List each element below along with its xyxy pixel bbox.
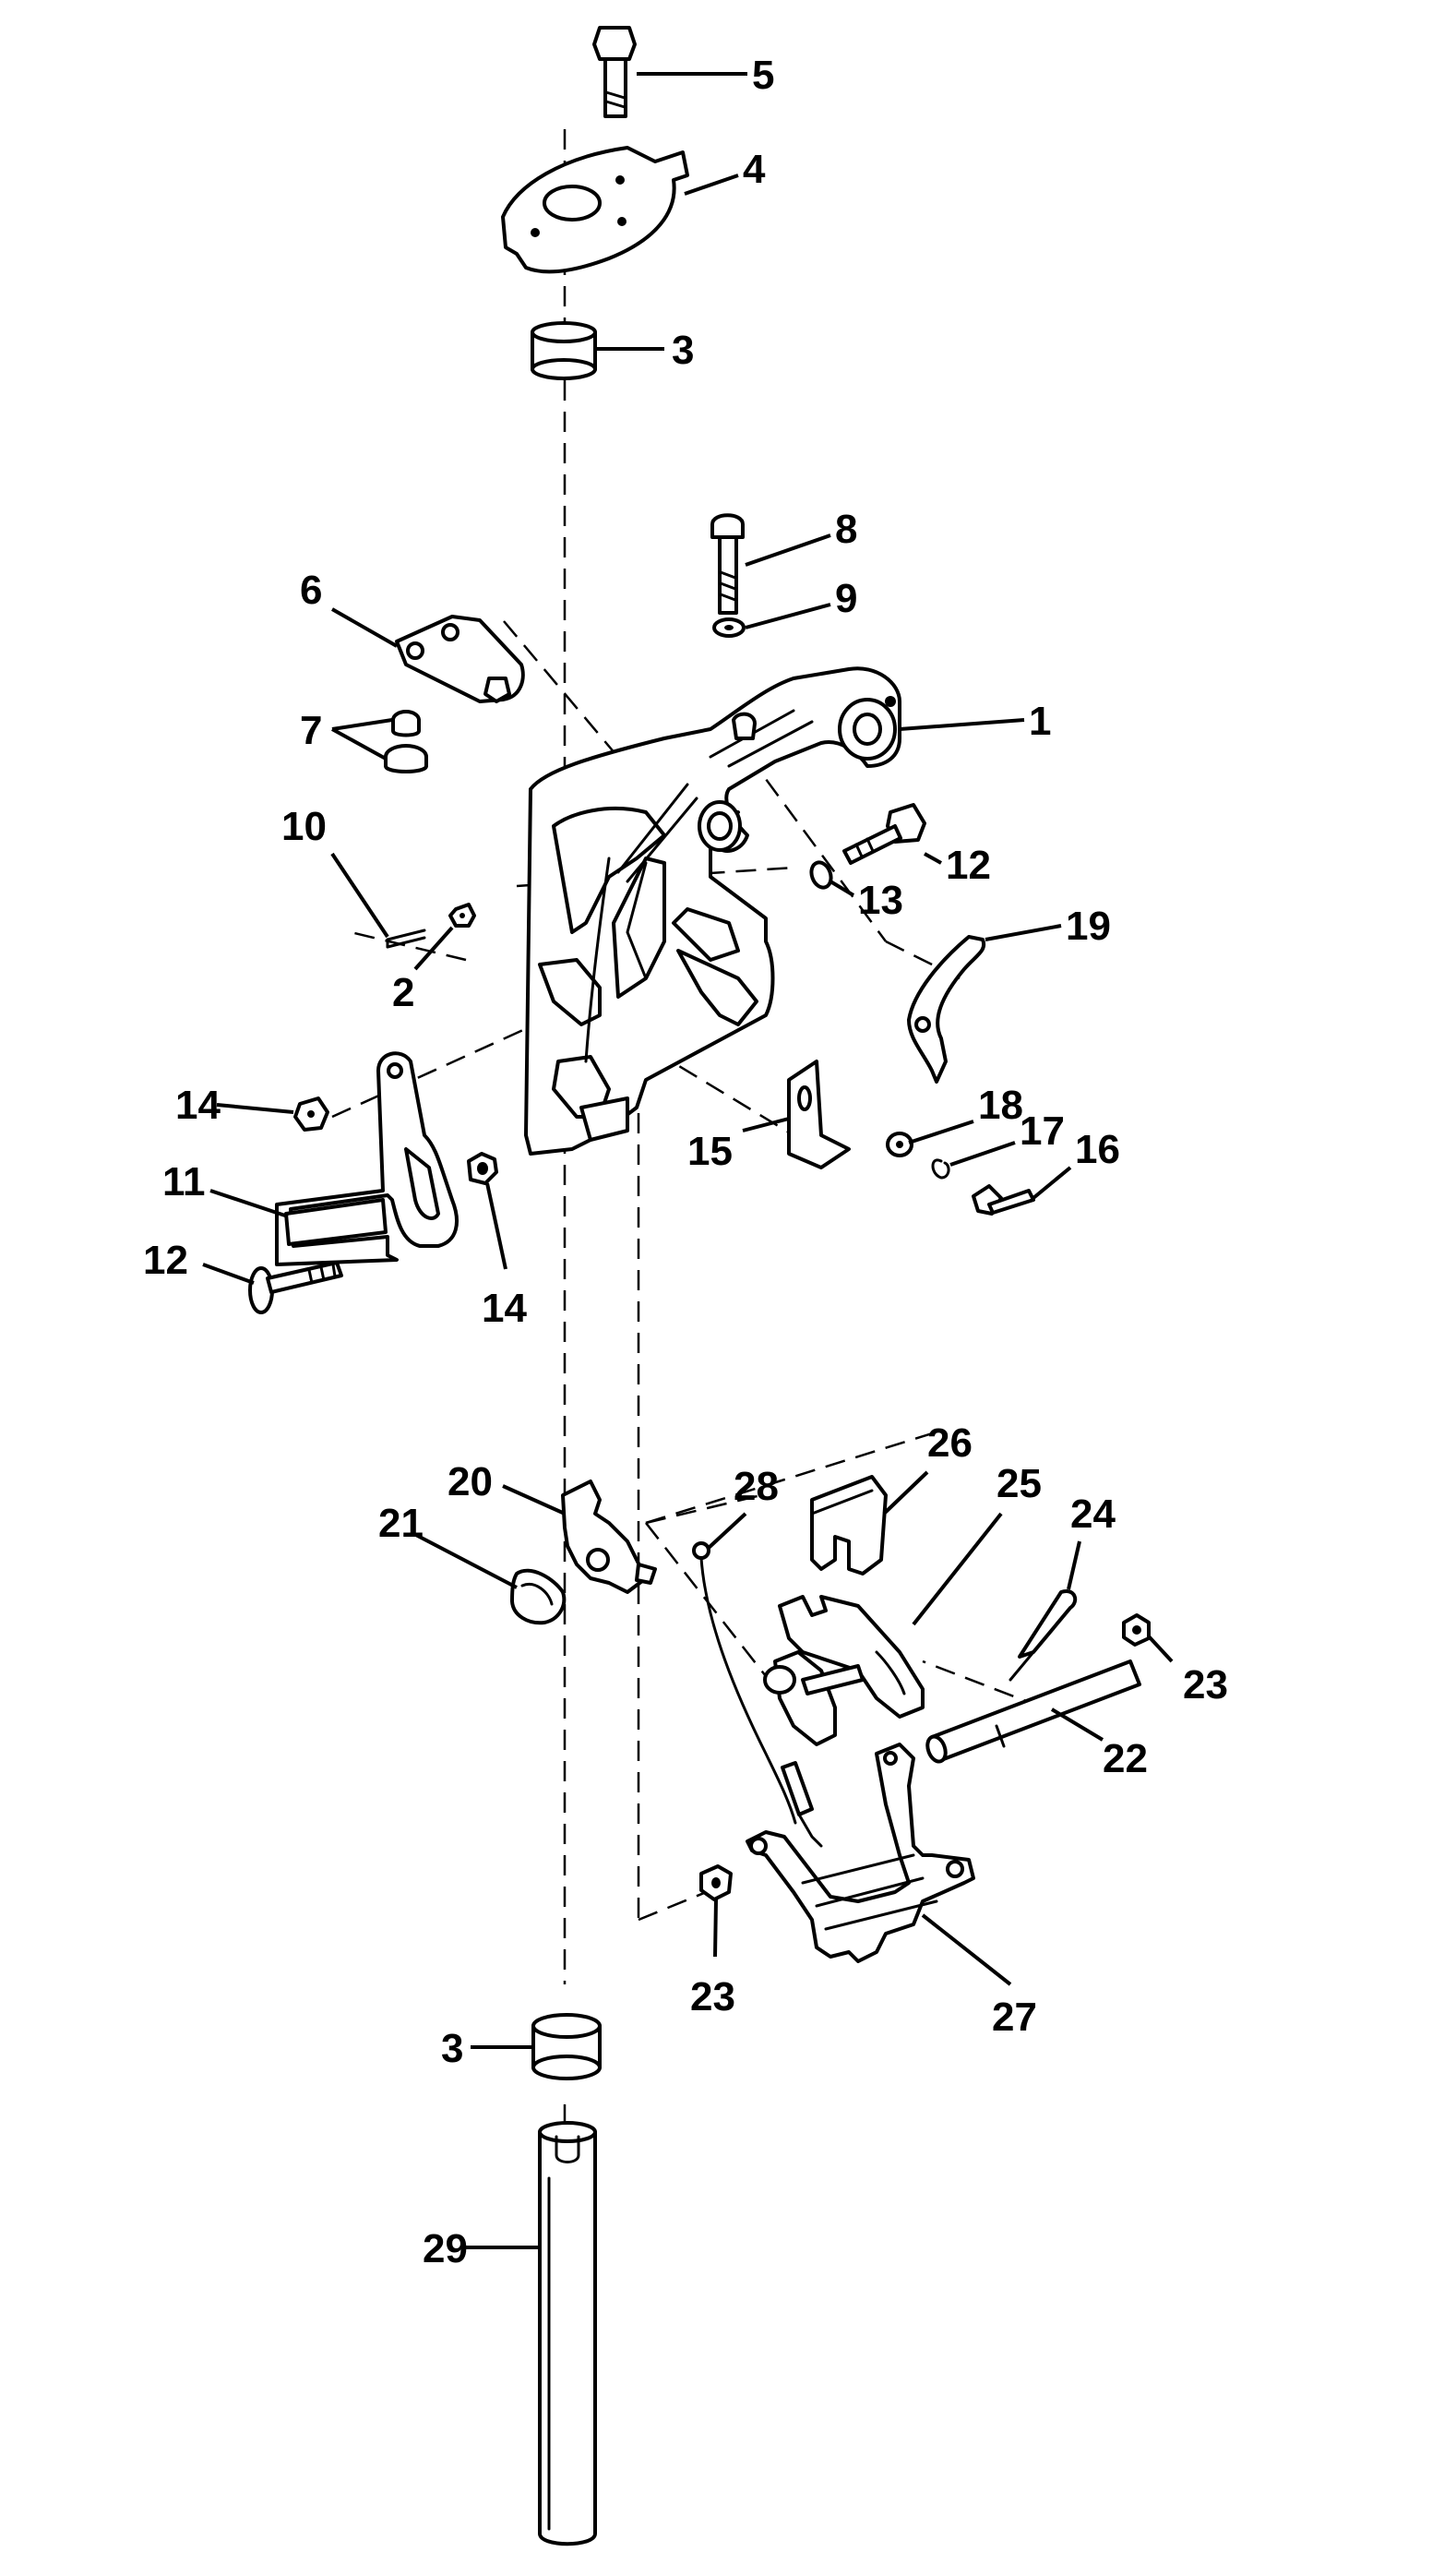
- callout-9: 9: [835, 576, 857, 621]
- part-24-cotter-pin: [1008, 1589, 1078, 1682]
- leader-lines: [202, 72, 1174, 2249]
- callout-2: 2: [392, 970, 414, 1015]
- part-15-bracket-clip: [787, 1060, 851, 1169]
- part-10-pin: [386, 929, 426, 949]
- callout-13: 13: [858, 878, 903, 923]
- callout-20: 20: [448, 1459, 493, 1504]
- part-12-bolt-upper: [842, 803, 926, 865]
- part-14-nut-right: [467, 1152, 498, 1185]
- part-3-bushing-top: [531, 321, 597, 380]
- callout-15: 15: [687, 1129, 733, 1174]
- part-29-shift-tube: [538, 2121, 597, 2546]
- part-23-nut-right: [1122, 1613, 1151, 1647]
- callout-5: 5: [752, 53, 774, 98]
- callout-21: 21: [378, 1501, 424, 1546]
- callout-22: 22: [1103, 1736, 1148, 1781]
- part-6-plate: [395, 615, 525, 703]
- callout-14-right: 14: [482, 1286, 527, 1331]
- callout-23-right: 23: [1183, 1662, 1228, 1707]
- callout-3-bottom: 3: [441, 2026, 463, 2071]
- callout-6: 6: [300, 568, 322, 613]
- part-28-link-rod: [692, 1541, 823, 1848]
- part-1-swivel-bracket: [524, 666, 901, 1156]
- part-17-lock-washer: [931, 1158, 950, 1180]
- part-5-bolt: [592, 26, 637, 118]
- callout-labels: 5 4 3 8 9 6 7 1 10 2 12 13 19 14 11 12 1…: [143, 53, 1228, 2271]
- part-21-clip: [510, 1568, 567, 1625]
- callout-12-lower: 12: [143, 1238, 188, 1283]
- callout-7: 7: [300, 708, 322, 753]
- callout-4: 4: [743, 147, 766, 192]
- callout-23-left: 23: [690, 1974, 735, 2019]
- part-9-washer: [712, 617, 746, 638]
- callout-26: 26: [927, 1420, 973, 1466]
- part-25-shift-clamp: [763, 1595, 925, 1746]
- part-18-washer: [886, 1132, 913, 1157]
- part-7-bushings: [384, 710, 428, 773]
- part-20-cam: [561, 1480, 657, 1594]
- callout-17: 17: [1020, 1108, 1065, 1154]
- callout-16: 16: [1075, 1127, 1120, 1172]
- part-27-yoke-frame: [746, 1743, 975, 1963]
- callout-28: 28: [734, 1464, 779, 1509]
- part-4-plate: [501, 146, 689, 274]
- callout-10: 10: [281, 804, 327, 849]
- part-14-nut-left: [293, 1096, 329, 1132]
- part-3-bushing-bottom: [531, 2013, 602, 2080]
- callout-18: 18: [978, 1083, 1023, 1128]
- callout-1: 1: [1029, 699, 1051, 744]
- part-8-bolt: [710, 513, 745, 615]
- callout-12-upper: 12: [946, 843, 991, 888]
- callout-14-left: 14: [175, 1083, 221, 1128]
- part-22-shaft: [925, 1659, 1141, 1764]
- callout-19: 19: [1066, 904, 1111, 949]
- callout-24: 24: [1070, 1492, 1116, 1537]
- part-23-nut-left: [699, 1864, 733, 1901]
- part-26-clip-cover: [810, 1475, 888, 1576]
- callout-27: 27: [992, 1995, 1037, 2040]
- callout-29: 29: [423, 2226, 468, 2271]
- part-13-washer: [809, 860, 833, 890]
- callout-3-top: 3: [672, 328, 694, 373]
- part-12-bolt-lower: [248, 1261, 343, 1314]
- callout-8: 8: [835, 507, 857, 552]
- callout-25: 25: [997, 1461, 1042, 1506]
- part-19-lever: [907, 935, 986, 1084]
- part-16-bolt: [972, 1184, 1035, 1216]
- part-11-bracket-plate: [275, 1051, 459, 1266]
- callout-11: 11: [162, 1159, 206, 1204]
- part-2-nut: [448, 903, 476, 928]
